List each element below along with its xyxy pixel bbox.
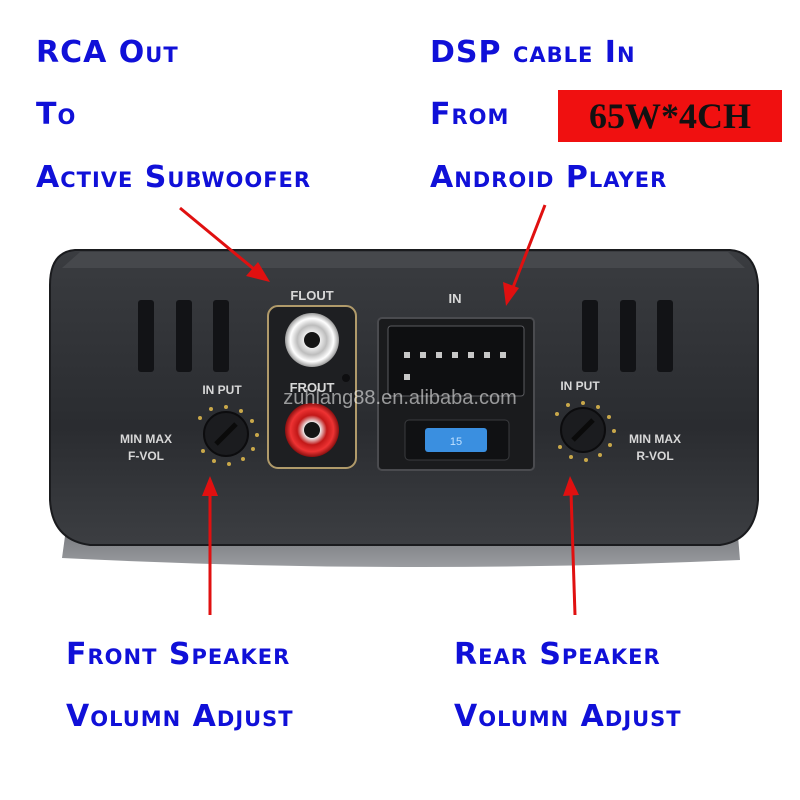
fuse-rating: 15 <box>450 436 462 448</box>
rca-arrow-head <box>246 262 270 282</box>
front-knob-slot <box>214 422 238 446</box>
in-label: IN <box>449 291 462 306</box>
rvol-label: R-VOL <box>636 449 673 463</box>
right-knob-dots <box>555 401 616 462</box>
dsp-connector-pins <box>404 352 506 380</box>
left-min-max-label: MIN MAX <box>120 432 172 446</box>
rear-arrow-head <box>563 476 579 496</box>
left-knob-dots <box>198 405 259 466</box>
rear-speaker-callout-line2: Volumn Adjust <box>454 699 682 734</box>
fvol-label: F-VOL <box>128 449 164 463</box>
rca-white-hole <box>304 332 320 348</box>
watermark: zuhlang88.en.alibaba.com <box>283 387 517 409</box>
blue-fuse[interactable] <box>425 428 487 452</box>
dsp-arrow <box>510 204 547 291</box>
rear-speaker-callout-line1: Rear Speaker <box>454 637 661 672</box>
right-input-label: IN PUT <box>560 379 600 393</box>
right-vent-slots <box>582 300 673 372</box>
front-arrow-head <box>202 476 218 496</box>
dsp-cable-callout-line3: Android Player <box>430 160 668 195</box>
rca-arrow <box>179 206 256 272</box>
flout-label: FLOUT <box>290 288 333 303</box>
left-input-label: IN PUT <box>202 383 242 397</box>
frout-label: FROUT <box>290 380 335 395</box>
rear-knob-slot <box>571 418 595 442</box>
left-vent-slots <box>138 300 229 372</box>
rca-out-callout-line2: To <box>36 97 77 132</box>
dsp-arrow-head <box>503 282 519 306</box>
right-min-max-label: MIN MAX <box>629 432 681 446</box>
rca-out-callout-line1: RCA Out <box>36 35 179 70</box>
dsp-cable-callout-line2: From <box>430 97 510 132</box>
rca-out-callout-line3: Active Subwoofer <box>36 160 312 195</box>
dsp-connector-socket[interactable] <box>387 325 525 397</box>
front-speaker-callout-line2: Volumn Adjust <box>66 699 294 734</box>
device-top-edge <box>62 252 745 268</box>
dsp-cable-callout-line1: DSP cable In <box>430 35 636 70</box>
rear-arrow <box>569 491 577 616</box>
power-rating-badge: 65W*4CH <box>558 90 782 142</box>
led-indicator <box>342 374 350 382</box>
rca-red-hole <box>304 422 320 438</box>
callout-arrows <box>179 204 579 616</box>
front-speaker-callout-line1: Front Speaker <box>66 637 291 672</box>
